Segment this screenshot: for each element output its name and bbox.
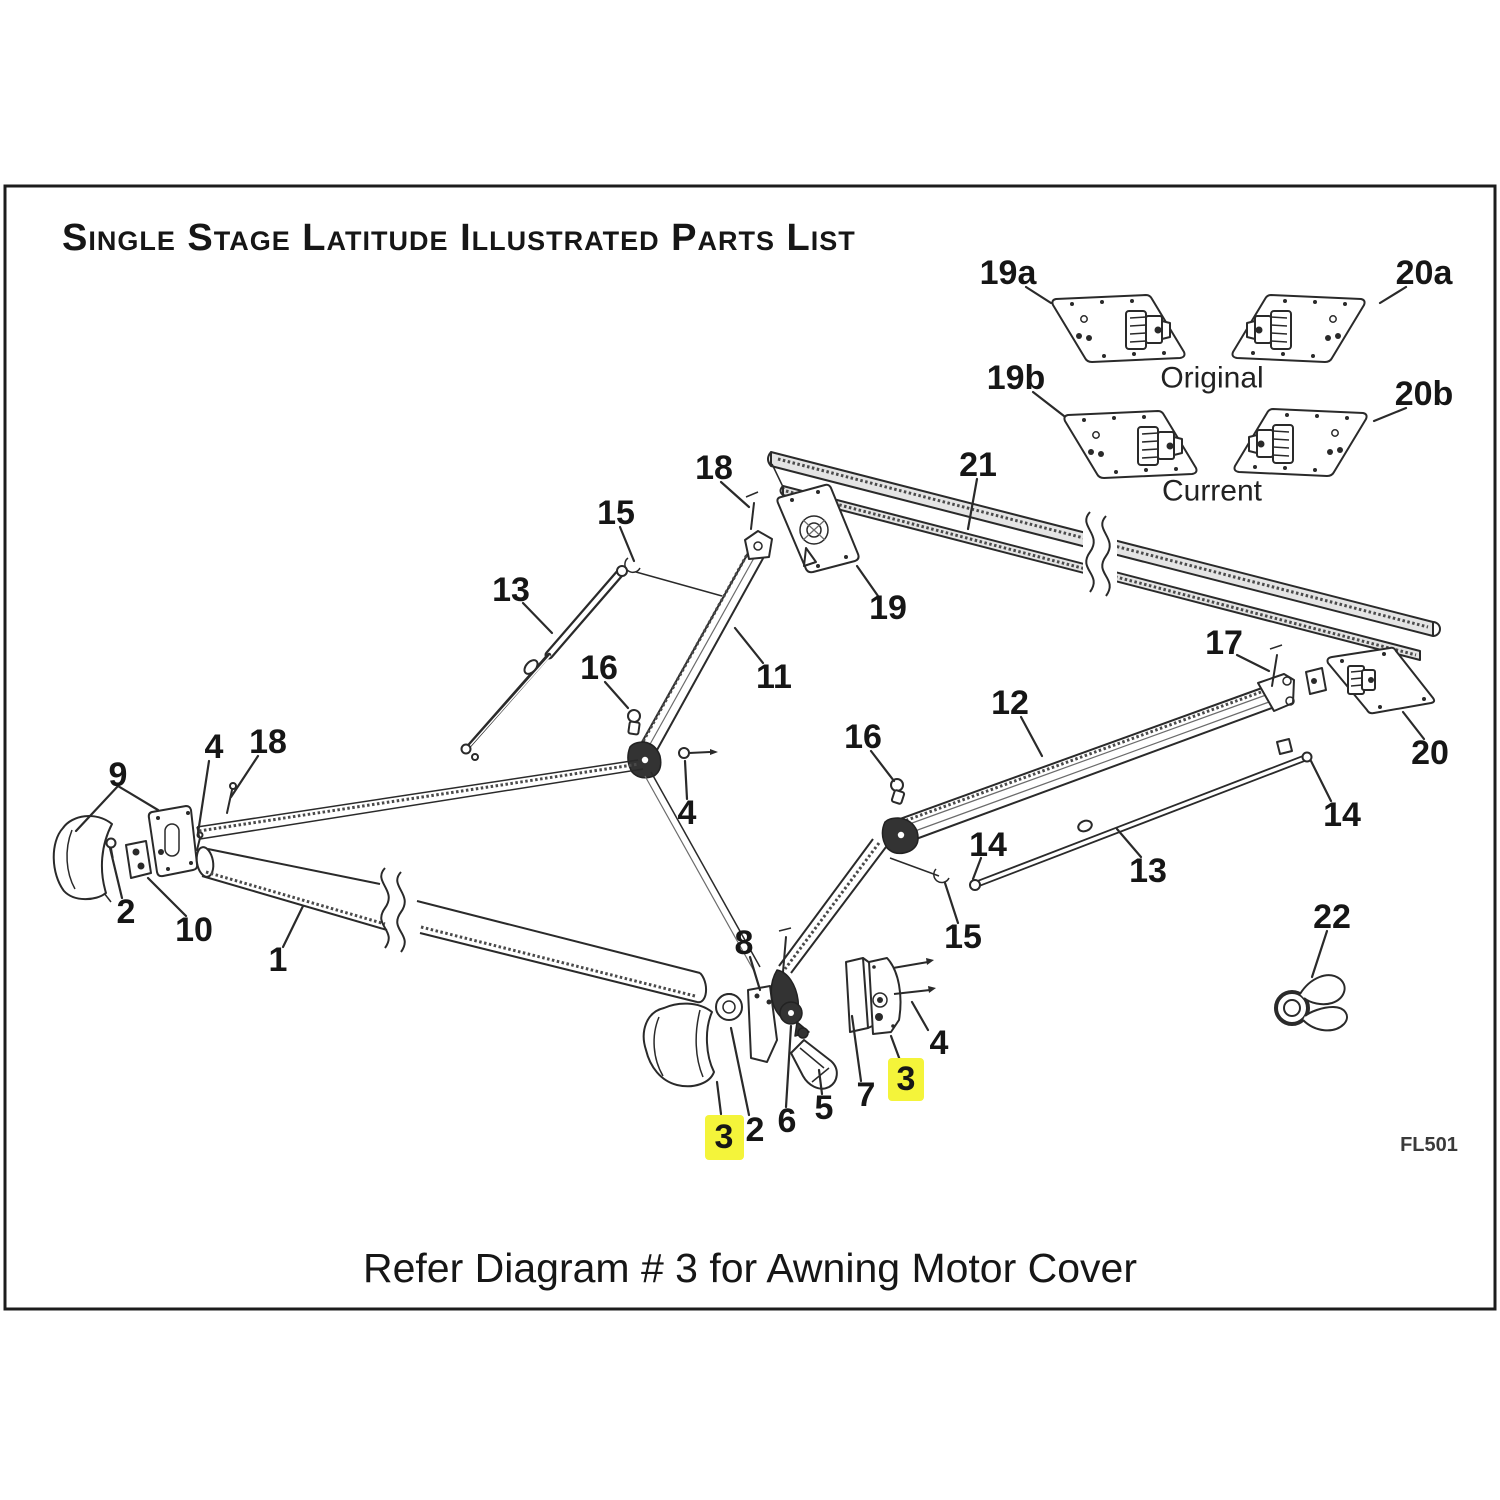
callout-16-left: 16 bbox=[580, 649, 618, 687]
callout-8: 8 bbox=[735, 924, 754, 962]
callout-7: 7 bbox=[857, 1076, 876, 1114]
bracket-plate-19b bbox=[1063, 410, 1198, 479]
callout-4-left: 4 bbox=[205, 728, 224, 766]
callout-5: 5 bbox=[815, 1089, 834, 1127]
callout-15-right: 15 bbox=[944, 918, 982, 956]
callout-18-left: 18 bbox=[249, 723, 287, 761]
variant-label-original: Original bbox=[1160, 362, 1263, 395]
callout-19b: 19b bbox=[987, 359, 1046, 397]
callout-22: 22 bbox=[1313, 898, 1351, 936]
callout-20a: 20a bbox=[1396, 254, 1454, 292]
callout-10: 10 bbox=[175, 911, 213, 949]
callout-19a: 19a bbox=[980, 254, 1038, 292]
bracket-plate-20b bbox=[1233, 408, 1368, 477]
callout-11: 11 bbox=[756, 658, 792, 696]
clip-22 bbox=[1274, 974, 1348, 1032]
callout-18-middle: 18 bbox=[695, 449, 733, 487]
callout-14-right: 14 bbox=[1323, 796, 1361, 834]
callout-2-bottom: 2 bbox=[746, 1111, 765, 1149]
callout-17: 17 bbox=[1205, 624, 1243, 662]
footer-note: Refer Diagram # 3 for Awning Motor Cover bbox=[363, 1245, 1137, 1291]
callout-labels: 1 2 2 3 3 4 4 4 5 6 7 8 9 10 11 12 13 13… bbox=[109, 254, 1454, 1160]
callout-16-right: 16 bbox=[844, 718, 882, 756]
callout-20b: 20b bbox=[1395, 375, 1454, 413]
mount-bracket-20 bbox=[1305, 646, 1436, 715]
right-arm-assembly bbox=[778, 644, 1313, 974]
callout-20: 20 bbox=[1411, 734, 1449, 772]
callout-2-left: 2 bbox=[117, 893, 136, 931]
page-frame bbox=[3, 184, 1497, 1311]
callout-1: 1 bbox=[269, 941, 288, 979]
callout-21: 21 bbox=[959, 446, 997, 484]
callout-15-middle: 15 bbox=[597, 494, 635, 532]
callout-4-middle: 4 bbox=[678, 794, 697, 832]
left-mount-assembly bbox=[52, 759, 644, 903]
callout-14-middle: 14 bbox=[969, 826, 1007, 864]
figure-code: FL501 bbox=[1400, 1134, 1458, 1156]
callout-12: 12 bbox=[991, 684, 1029, 722]
page-title: Single Stage Latitude Illustrated Parts … bbox=[62, 217, 856, 259]
awning-rail-21 bbox=[767, 451, 1441, 661]
leader-lines bbox=[74, 285, 1426, 1117]
bracket-plate-19a bbox=[1051, 294, 1186, 363]
highlight-3-left bbox=[705, 1115, 744, 1160]
callout-19: 19 bbox=[869, 589, 907, 627]
left-arm-assembly bbox=[460, 491, 773, 972]
bracket-plate-20a bbox=[1231, 294, 1366, 363]
callout-3-right-highlighted: 3 bbox=[897, 1060, 916, 1098]
callout-6: 6 bbox=[778, 1102, 797, 1140]
highlight-3-right bbox=[888, 1058, 924, 1101]
motor-assembly bbox=[642, 927, 936, 1090]
variant-label-current: Current bbox=[1162, 475, 1263, 508]
roller-tube-1 bbox=[195, 846, 708, 1004]
callout-9: 9 bbox=[109, 756, 128, 794]
callout-3-left-highlighted: 3 bbox=[715, 1118, 734, 1156]
callout-13-left: 13 bbox=[492, 571, 530, 609]
callout-13-right: 13 bbox=[1129, 852, 1167, 890]
callout-4-bottom: 4 bbox=[930, 1024, 949, 1062]
mount-bracket-19 bbox=[776, 483, 860, 574]
